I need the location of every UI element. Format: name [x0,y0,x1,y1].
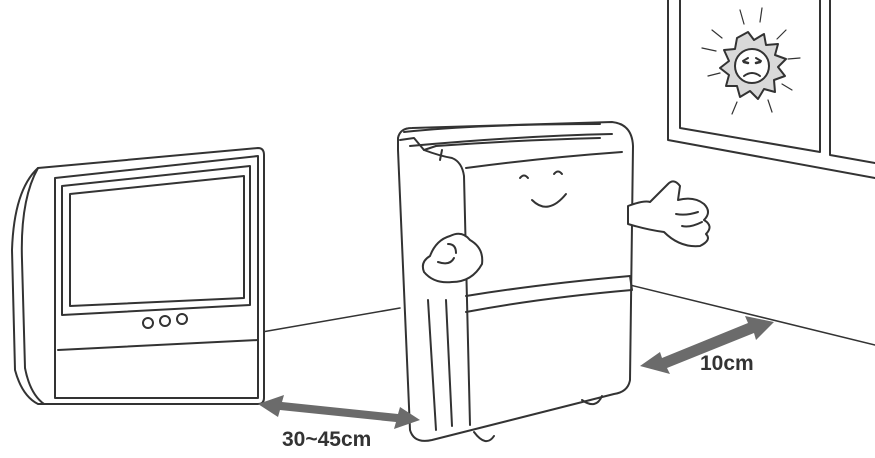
tv-button-icon [142,317,154,329]
room-floor-lines [261,284,875,346]
sad-sun-icon [701,7,801,115]
tv-distance-label: 30~45cm [282,428,372,451]
double-arrow-icon [258,316,774,429]
television-icon [11,147,265,405]
tv-button-icon [176,313,188,325]
dehumidifier-mascot-icon [397,121,711,443]
window-icon [667,0,875,179]
tv-button-icon [159,315,171,327]
wall-distance-label: 10cm [700,352,754,375]
